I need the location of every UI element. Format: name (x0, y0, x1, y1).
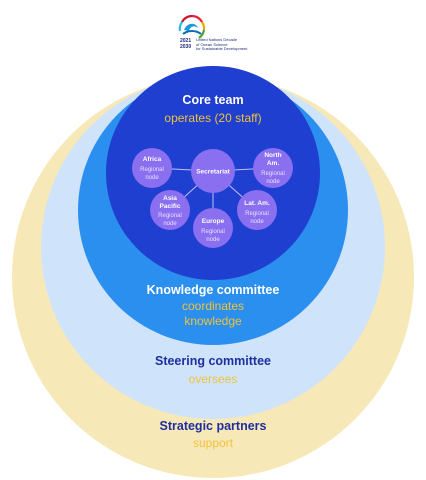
node-europe: Europe Regional node (193, 208, 233, 248)
asia-pacific-sub-2: node (163, 221, 177, 227)
core-team-title: Core team (182, 93, 244, 107)
africa-sub-2: node (145, 175, 159, 181)
asia-pacific-label-1: Asia (163, 195, 177, 202)
node-secretariat: Secretariat (191, 149, 235, 193)
africa-label: Africa (143, 156, 162, 163)
node-africa: Africa Regional node (132, 148, 172, 188)
europe-label: Europe (202, 218, 225, 225)
europe-sub-1: Regional (201, 229, 225, 235)
un-ocean-decade-logo (176, 12, 252, 56)
knowledge-committee-title: Knowledge committee (146, 283, 280, 297)
north-am-label-2: Am. (267, 160, 279, 167)
europe-sub-2: node (206, 237, 220, 243)
decade-years: 2021 2030 (180, 38, 192, 50)
north-am-sub-2: node (266, 179, 280, 185)
lat-am-label: Lat. Am. (244, 200, 270, 207)
knowledge-committee-subtitle-2: knowledge (184, 314, 242, 328)
knowledge-committee-subtitle-1: coordinates (181, 299, 245, 313)
logo-caption: United Nations Decade of Ocean Science f… (196, 37, 248, 52)
ocean-wave-icon (178, 14, 206, 39)
steering-committee-subtitle: oversees (188, 372, 238, 386)
north-am-label-1: North (264, 152, 281, 159)
north-am-sub-1: Regional (261, 171, 285, 177)
secretariat-label: Secretariat (196, 169, 230, 176)
lat-am-sub-1: Regional (245, 211, 269, 217)
africa-sub-1: Regional (140, 167, 164, 173)
node-north-am: North Am. Regional node (253, 148, 293, 188)
steering-committee-title: Steering committee (154, 354, 271, 368)
asia-pacific-sub-1: Regional (158, 213, 182, 219)
strategic-partners-title: Strategic partners (159, 419, 267, 433)
core-team-subtitle: operates (20 staff) (164, 111, 262, 125)
node-asia-pacific: Asia Pacific Regional node (150, 190, 190, 230)
strategic-partners-subtitle: support (192, 436, 234, 450)
lat-am-sub-2: node (250, 219, 264, 225)
asia-pacific-label-2: Pacific (160, 203, 181, 210)
node-lat-am: Lat. Am. Regional node (237, 190, 277, 230)
